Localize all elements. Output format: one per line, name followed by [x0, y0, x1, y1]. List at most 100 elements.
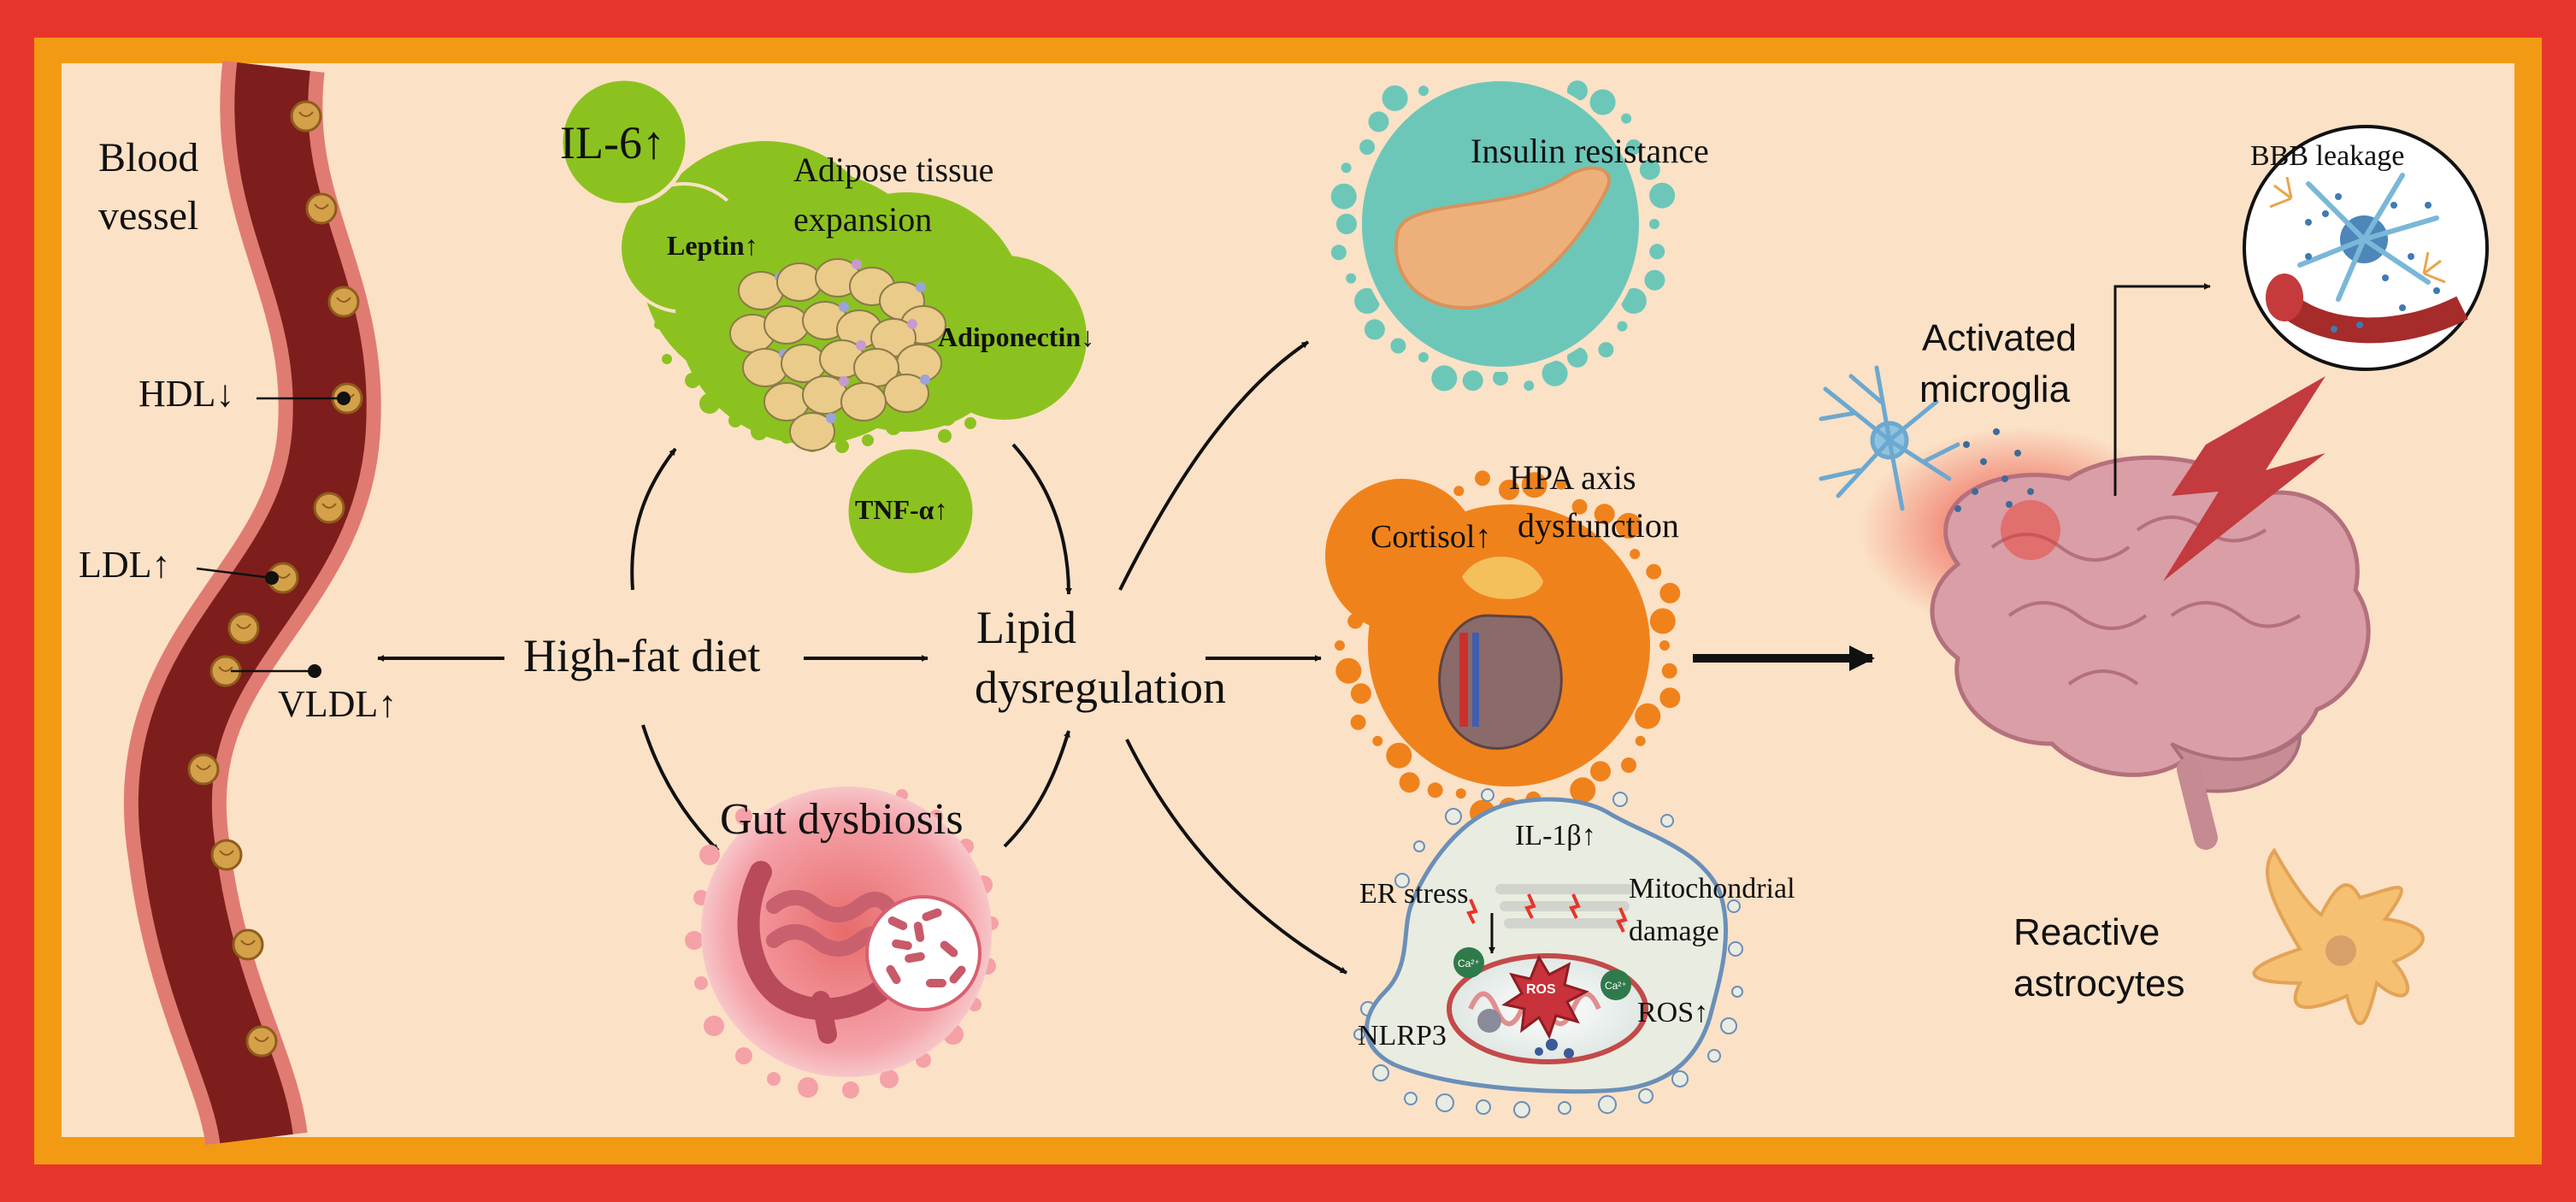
insulin-dot	[1354, 288, 1381, 314]
hpa-dot	[1659, 640, 1670, 651]
insulin-dot	[1644, 269, 1665, 291]
insulin-dot	[1567, 346, 1588, 368]
cell-dot	[1404, 1092, 1418, 1105]
ros-burst-icon	[1501, 954, 1589, 1040]
astrocytes-label-line2: astrocytes	[2013, 963, 2185, 1005]
adipose-dot	[964, 417, 976, 429]
hdl-label: HDL↓	[139, 373, 234, 415]
il6-bubble	[558, 76, 690, 208]
ldl-pointer	[196, 567, 273, 580]
hpa-dot	[1616, 513, 1642, 539]
arrow-diet-to-adipose	[630, 447, 677, 591]
cell-dot	[1727, 899, 1741, 913]
bacteria-icons	[886, 908, 966, 987]
hpa-dot	[1455, 788, 1466, 799]
cell-dot	[1598, 1095, 1617, 1114]
ros-up-label: ROS↑	[1637, 997, 1708, 1028]
gut-dot	[767, 1072, 781, 1086]
hpa-dot	[1372, 735, 1383, 746]
hpa-dot	[1594, 504, 1615, 525]
insulin-dot	[1359, 139, 1376, 155]
cell-dot	[1731, 986, 1743, 998]
gut-dot	[842, 1081, 859, 1099]
insulin-dot	[1341, 162, 1352, 174]
hpa-dot	[1556, 479, 1567, 490]
insulin-dot	[1625, 139, 1642, 155]
hpa-dot	[1350, 714, 1366, 730]
bacterium	[887, 916, 908, 930]
bbb-leakage-inset	[2243, 125, 2489, 371]
bacterium	[913, 922, 925, 942]
cell-satellite-dots	[1353, 788, 1743, 1118]
insulin-dot	[1431, 365, 1458, 392]
cell-dot	[1612, 792, 1628, 807]
microglia-dots	[1954, 428, 2034, 512]
bacterium	[949, 965, 966, 984]
gut-dot	[685, 931, 704, 950]
hpa-dot	[1499, 480, 1519, 500]
lipid-label-line2: dysregulation	[975, 662, 1226, 713]
astrocyte-icon	[2252, 847, 2425, 1026]
tnf-bubble	[844, 445, 977, 578]
il1b-label: IL-1β↑	[1515, 820, 1596, 851]
hpa-dot	[1335, 657, 1362, 684]
hpa-axis-illustration	[1325, 470, 1681, 826]
microglia-icon	[1819, 365, 2034, 512]
brain-illustration	[1860, 376, 2371, 850]
cell-dot	[1372, 1064, 1389, 1081]
vessel-title-line2: vessel	[98, 193, 198, 239]
hpa-dot	[1659, 687, 1681, 709]
er-icon	[1495, 884, 1634, 928]
cell-dot	[1394, 873, 1410, 888]
insulin-dot	[1418, 85, 1429, 97]
arrow-lipid-to-cell-stress	[1125, 739, 1347, 975]
cell-dot	[1481, 788, 1494, 802]
gut-dysbiosis-label: Gut dysbiosis	[720, 795, 964, 844]
insulin-dot	[1462, 370, 1483, 392]
insulin-dot	[1493, 370, 1508, 386]
cell-dot	[1413, 840, 1425, 852]
hpa-label-line2: dysfunction	[1518, 506, 1679, 545]
cell-dot	[1353, 1028, 1365, 1040]
adipocyte	[763, 305, 810, 345]
gut-dot	[735, 1047, 752, 1064]
mito-label-line1: Mitochondrial	[1629, 873, 1795, 904]
insulin-dot	[1567, 80, 1588, 102]
hpa-dot	[1621, 757, 1636, 773]
hpa-dot	[1661, 663, 1677, 679]
cell-dot	[1660, 814, 1674, 828]
lipoprotein-particles	[187, 100, 363, 1058]
adipose-title-line2: expansion	[793, 200, 932, 239]
il6-label: IL-6↑	[560, 117, 665, 168]
hpa-dot	[1386, 742, 1412, 769]
cell-dot	[1720, 1017, 1737, 1034]
ca-left-text: Ca²⁺	[1458, 957, 1480, 969]
astrocytes-label-line1: Reactive	[2013, 911, 2160, 953]
ldl-pointer-dot	[265, 571, 279, 585]
adipose-dot	[862, 434, 874, 446]
hdl-pointer-dot	[337, 392, 351, 405]
adiponectin-label: Adiponectin↓	[938, 321, 1094, 352]
adipocyte	[776, 262, 822, 302]
adipose-tissue-cluster	[558, 76, 1090, 578]
hpa-dot	[1649, 608, 1676, 634]
arrow-diet-to-gut	[641, 724, 720, 852]
cell-dot	[1638, 1088, 1653, 1104]
microglia-label-line1: Activated	[1922, 317, 2077, 359]
arrow-brain-to-bbb	[2113, 283, 2211, 496]
hpa-dot	[1350, 683, 1371, 704]
mito-label-line2: damage	[1629, 916, 1719, 947]
adipocyte	[840, 382, 887, 421]
insulin-dot	[1368, 111, 1389, 133]
high-fat-diet-label: High-fat diet	[523, 630, 760, 681]
bacterium	[886, 964, 901, 985]
hpa-dot	[1399, 772, 1420, 793]
adipose-dot	[835, 439, 849, 453]
insulin-dot	[1418, 351, 1429, 362]
cell-dot	[1707, 1049, 1721, 1063]
insulin-dot	[1382, 85, 1408, 111]
insulin-dot	[1524, 380, 1535, 392]
adipocyte-cluster	[729, 258, 946, 451]
gut-dot	[694, 976, 708, 990]
insulin-satellite-dots	[1330, 80, 1676, 392]
